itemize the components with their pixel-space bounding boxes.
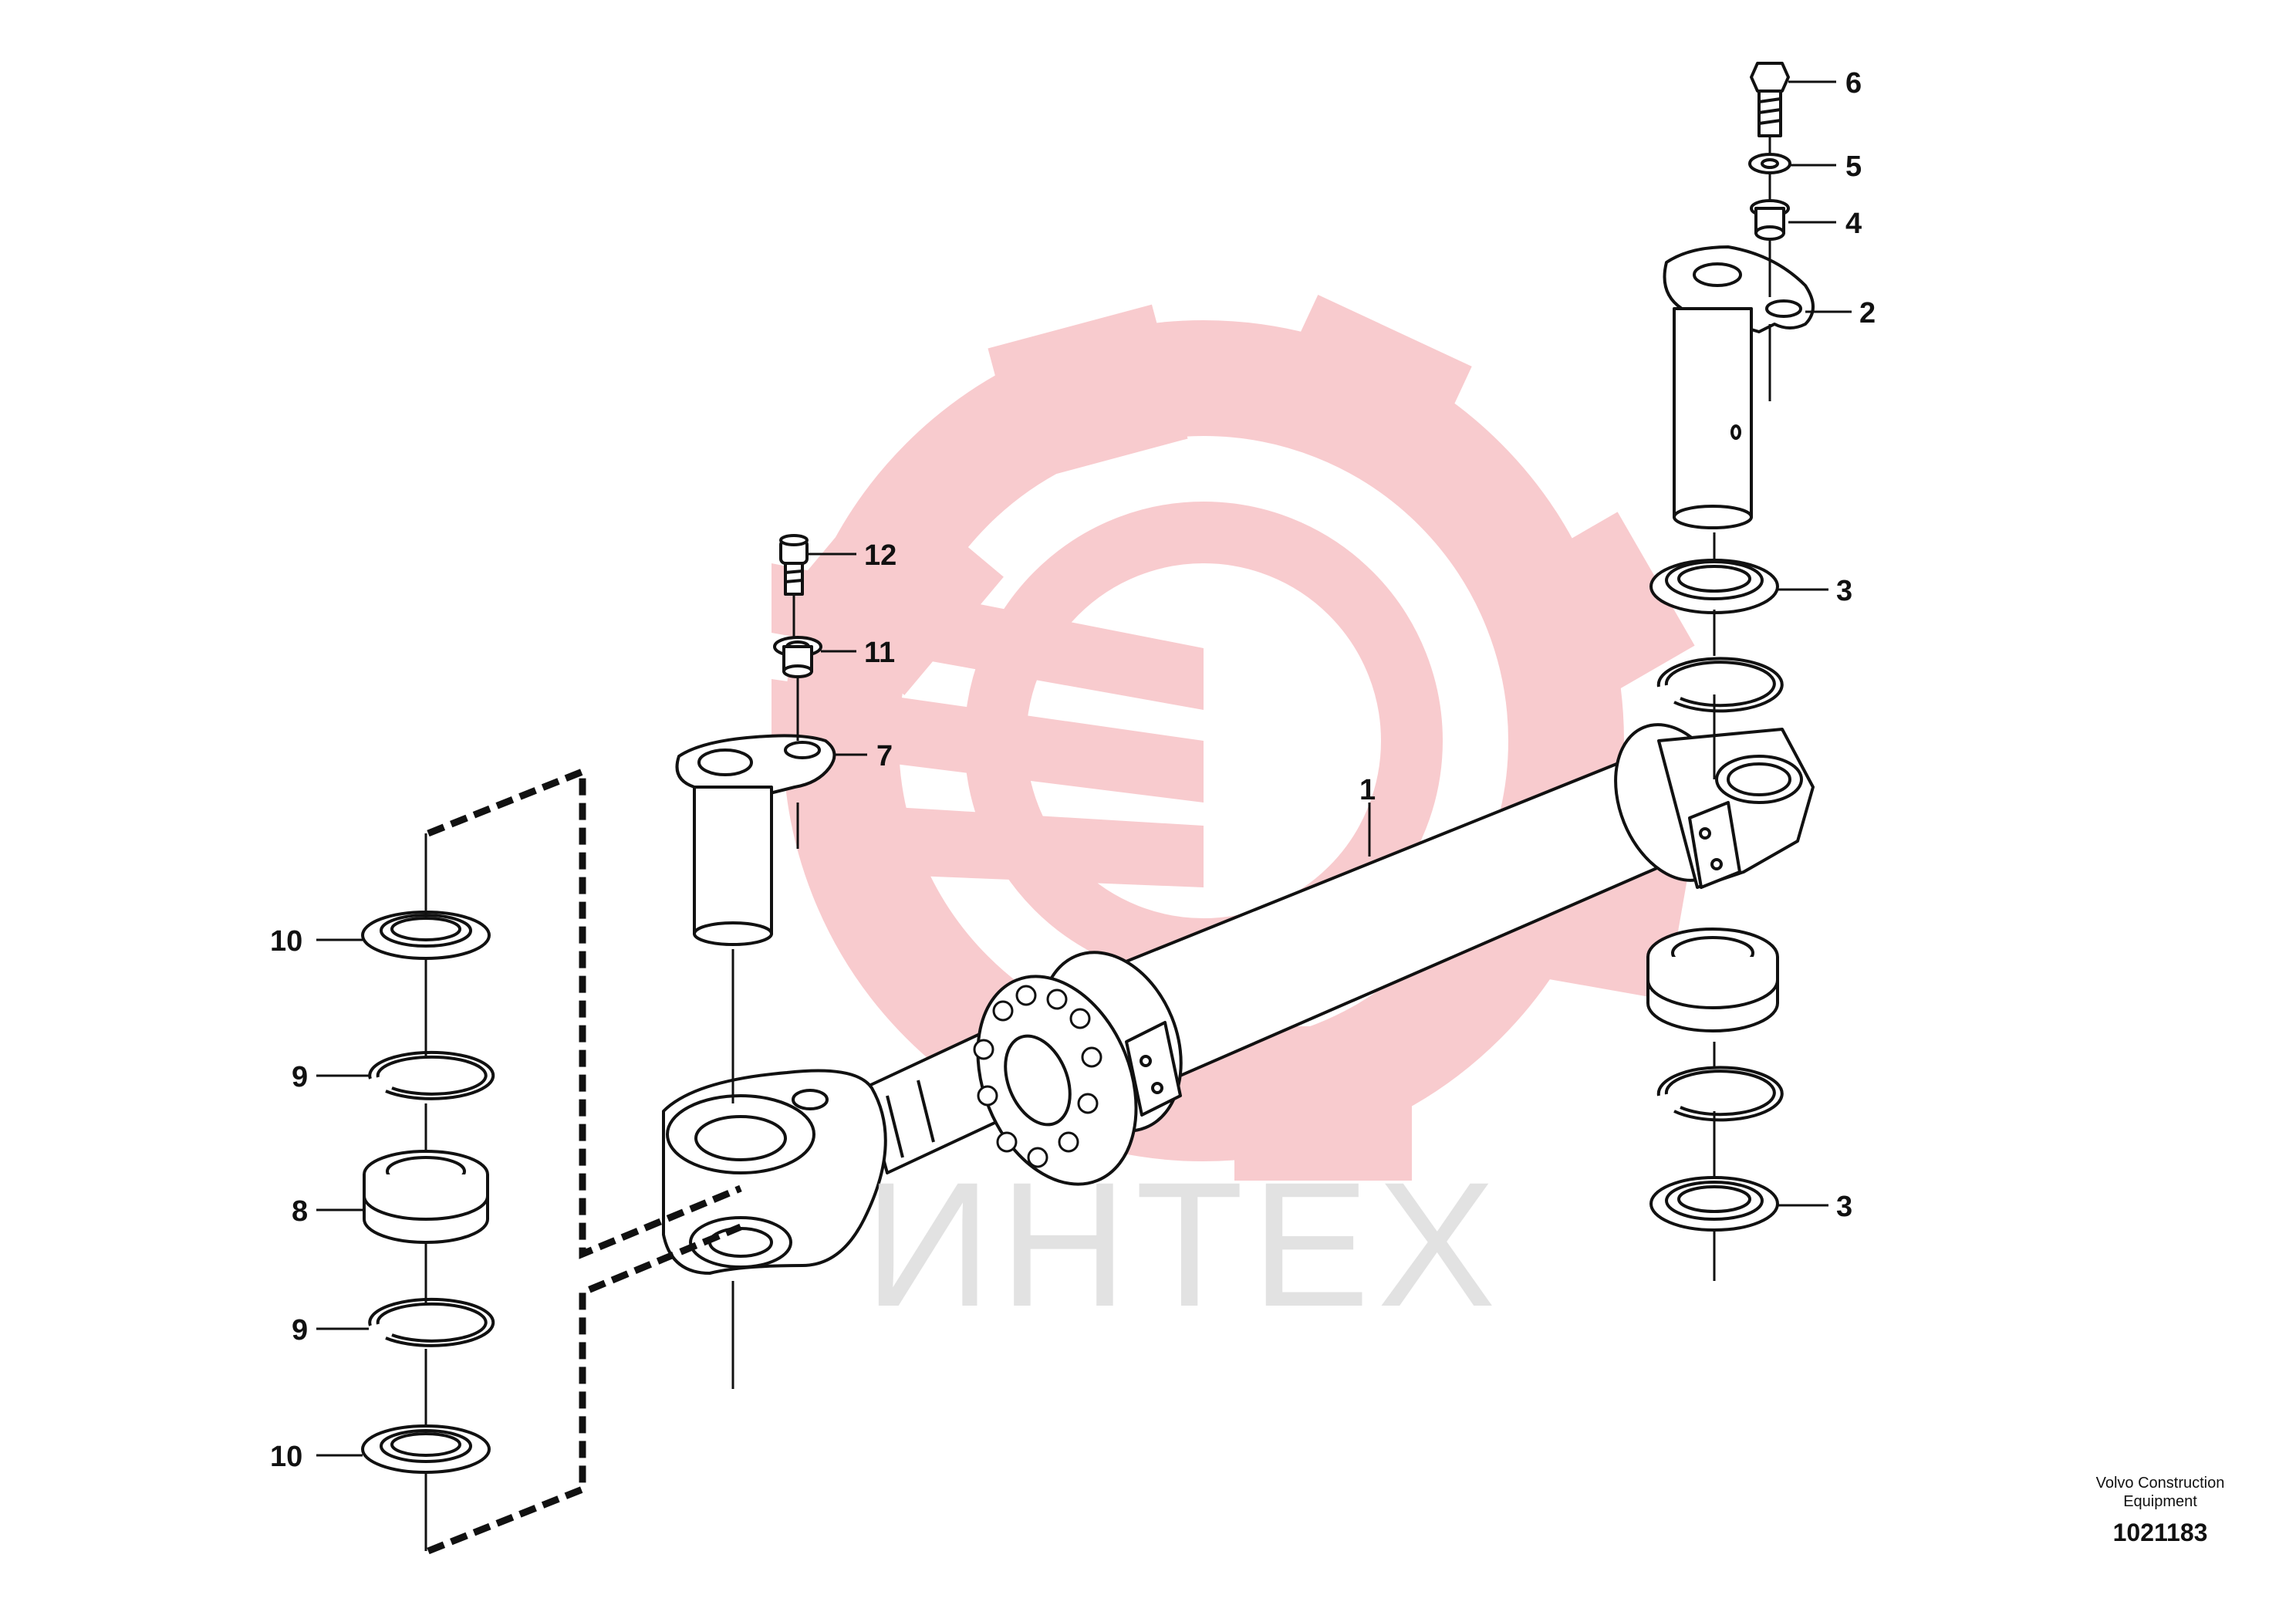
brand-line-1: Volvo Construction (2095, 1475, 2225, 1492)
brand-block: Volvo Construction Equipment (2037, 1474, 2284, 1511)
callout-9-lower: 9 (292, 1314, 308, 1347)
callout-3-upper: 3 (1836, 575, 1852, 607)
leader-lines (316, 80, 1852, 1457)
left-pin-assembly (675, 534, 836, 946)
callout-3-lower: 3 (1836, 1191, 1852, 1223)
callout-7: 7 (876, 740, 893, 772)
left-bearing-stack (361, 911, 495, 1474)
hydraulic-cylinder (662, 723, 1815, 1275)
watermark-text: ИНТЕХ (864, 1145, 1504, 1343)
callout-6: 6 (1845, 67, 1862, 100)
dashed-bracket (427, 766, 742, 1555)
right-axis-lines (1713, 136, 1771, 1281)
left-axis-lines (731, 594, 799, 1389)
callout-10-lower: 10 (270, 1441, 302, 1473)
callout-5: 5 (1845, 150, 1862, 183)
callout-1: 1 (1359, 774, 1376, 806)
callout-11: 11 (864, 637, 895, 669)
callout-2: 2 (1859, 297, 1876, 329)
callout-8: 8 (292, 1195, 308, 1228)
brand-line-2: Equipment (2123, 1493, 2197, 1510)
callout-9-upper: 9 (292, 1061, 308, 1093)
callout-12: 12 (864, 539, 896, 572)
callout-4: 4 (1845, 208, 1862, 240)
callout-10-upper: 10 (270, 925, 302, 958)
callout-labels: 6 5 4 2 3 3 1 12 11 7 10 9 8 9 10 (270, 67, 1876, 1473)
drawing-code: 1021183 (2112, 1519, 2208, 1546)
right-pin-assembly (1646, 62, 1815, 1232)
